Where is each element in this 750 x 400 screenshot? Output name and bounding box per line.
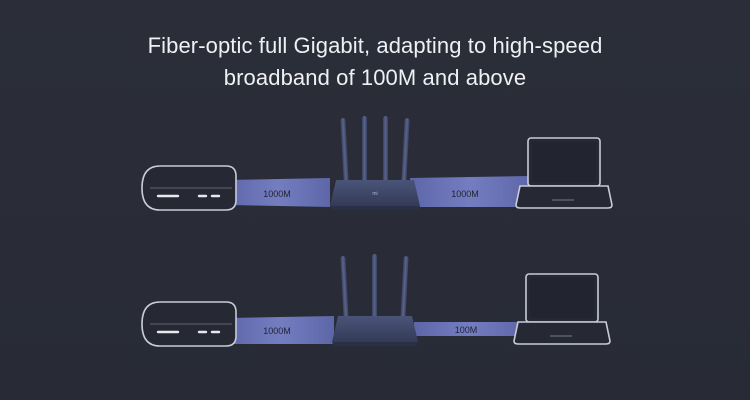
svg-text:mi: mi (372, 191, 377, 197)
laptop-icon (515, 137, 613, 209)
link-band-modem-router (226, 316, 334, 344)
link-speed-label: 1000M (451, 189, 479, 199)
headline-line-1: Fiber-optic full Gigabit, adapting to hi… (147, 33, 603, 58)
headline-line-2: broadband of 100M and above (223, 65, 527, 90)
link-speed-label: 1000M (263, 326, 291, 336)
row-2-hundred-megabit: 1000M 100M (141, 254, 611, 347)
router-four-antenna-icon: mi (330, 116, 420, 210)
modem-icon (141, 165, 237, 211)
link-speed-label: 100M (455, 325, 478, 335)
link-band-modem-router (226, 178, 330, 207)
laptop-icon (513, 273, 611, 345)
router-three-antenna-icon (332, 254, 418, 346)
row-1-gigabit: 1000M 1000M mi (141, 116, 613, 211)
modem-icon (141, 301, 237, 347)
link-band-router-laptop (414, 322, 524, 336)
headline: Fiber-optic full Gigabit, adapting to hi… (0, 30, 750, 94)
link-band-router-laptop (410, 176, 530, 207)
link-speed-label: 1000M (263, 189, 291, 199)
